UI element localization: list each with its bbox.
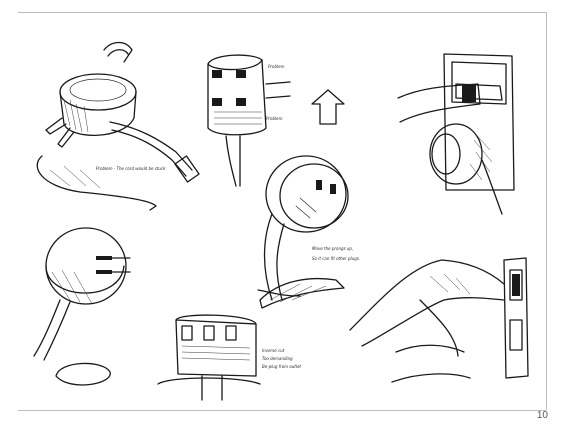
sketch-outlet-plug xyxy=(397,53,515,215)
note-insert-3: Be-plug from outlet xyxy=(262,364,302,369)
note-problem-top: Problem xyxy=(268,64,285,69)
note-move-prongs-2: So it can fit other plugs. xyxy=(312,256,361,261)
page-border-bottom xyxy=(18,410,546,411)
note-insert-1: Inverse cut xyxy=(262,348,285,353)
sketch-slotted-plug xyxy=(207,54,291,187)
sketch-side-plug xyxy=(33,227,131,386)
sketch-cylinder-adapter xyxy=(157,314,261,401)
up-arrow-sketch xyxy=(311,89,345,125)
page-number: 10 xyxy=(536,410,548,421)
note-problem-cord: Problem - The cord would be stuck xyxy=(96,166,166,171)
sketch-hand-pulling-plug xyxy=(349,257,529,383)
note-insert-2: Too demanding xyxy=(262,356,293,361)
note-problem-mid: Problem xyxy=(266,116,283,121)
sketch-round-plug-cord xyxy=(36,41,200,211)
sketch-center-round-plug xyxy=(257,155,349,309)
page-border-right xyxy=(546,12,547,410)
page-border-top xyxy=(18,12,546,13)
note-move-prongs-1: Move the prongs up, xyxy=(312,246,354,251)
